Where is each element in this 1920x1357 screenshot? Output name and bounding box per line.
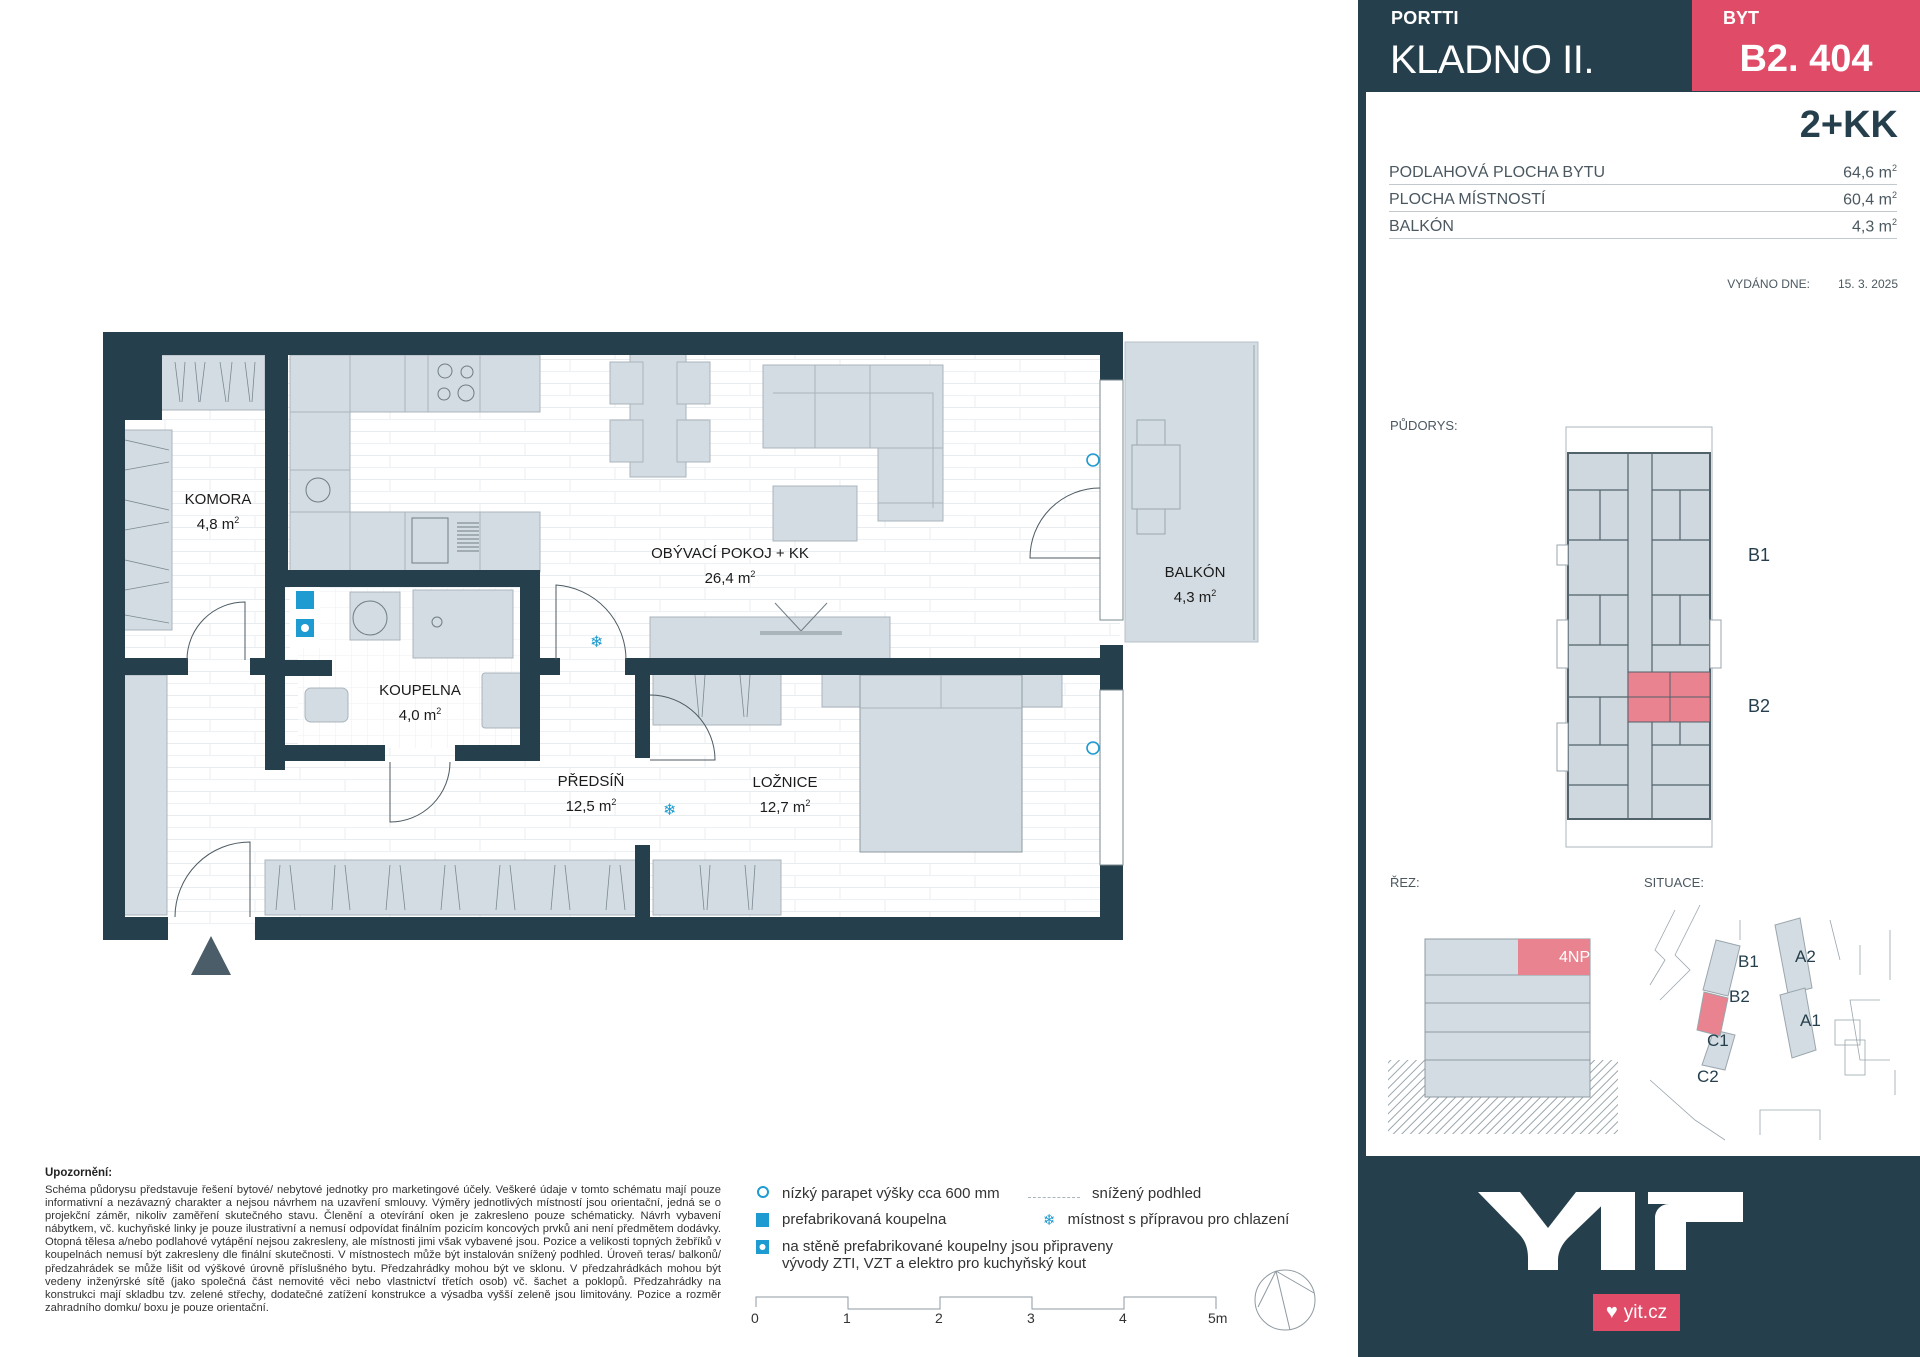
north-arrow-icon (1254, 1269, 1316, 1331)
legend-prefab-outlets: na stěně prefabrikované koupelny jsou př… (756, 1238, 1113, 1272)
building-floorplan-thumbnail (1556, 426, 1722, 848)
parapet-icon (757, 1186, 769, 1198)
site-label: SITUACE: (1644, 875, 1704, 890)
issue-date: VYDÁNO DNE: 15. 3. 2025 (1727, 277, 1898, 291)
scale-tick-5: 5m (1208, 1310, 1228, 1326)
site-building-a1: A1 (1800, 1011, 1821, 1030)
room-label-koupelna: KOUPELNA 4,0 m2 (370, 681, 470, 726)
prefab-bathroom-icon (756, 1213, 769, 1227)
room-name: PŘEDSÍŇ (557, 773, 625, 790)
room-area-sup: 2 (611, 797, 617, 807)
stat-value: 4,3 m (1851, 218, 1892, 235)
stat-balcony: BALKÓN 4,3 m2 (1389, 213, 1897, 239)
stat-floor-area: PODLAHOVÁ PLOCHA BYTU 64,6 m2 (1389, 159, 1897, 185)
legend-low-parapet: nízký parapet výšky cca 600 mm (756, 1185, 1000, 1202)
stat-unit-sup: 2 (1891, 189, 1897, 200)
stat-unit-sup: 2 (1891, 162, 1897, 173)
legend-prefab-bathroom: prefabrikovaná koupelna (756, 1211, 946, 1228)
project-name: KLADNO II. (1390, 38, 1594, 82)
svg-text:❄: ❄ (590, 632, 603, 651)
legend-text-line1: na stěně prefabrikované koupelny jsou př… (782, 1238, 1114, 1255)
stat-value: 64,6 m (1843, 164, 1892, 181)
site-building-b2: B2 (1729, 987, 1750, 1006)
prefab-outlet-icon (756, 1240, 769, 1254)
website-text: yit.cz (1623, 1301, 1668, 1323)
legend-text: nízký parapet výšky cca 600 mm (782, 1185, 1000, 1202)
stat-unit-sup: 2 (1891, 216, 1897, 227)
yit-logo (1478, 1192, 1743, 1270)
unit-label: BYT (1723, 8, 1759, 28)
site-building-c2: C2 (1697, 1067, 1719, 1086)
scale-tick-3: 3 (1027, 1310, 1035, 1326)
legend-cooling: ❄ místnost s přípravou pro chlazení (1043, 1211, 1289, 1229)
scale-tick-2: 2 (935, 1310, 943, 1326)
scale-tick-1: 1 (843, 1310, 851, 1326)
room-area-sup: 2 (750, 569, 756, 579)
unit-code: B2. 404 (1739, 38, 1873, 80)
room-label-komora: KOMORA 4,8 m2 (168, 490, 268, 535)
project-header (1358, 0, 1687, 92)
room-name: BALKÓN (1164, 564, 1226, 581)
room-label-balkon: BALKÓN 4,3 m2 (1145, 563, 1245, 608)
room-label-predsin: PŘEDSÍŇ 12,5 m2 (541, 772, 641, 817)
website-link[interactable]: ♥ yit.cz (1593, 1294, 1680, 1331)
unit-header (1692, 0, 1920, 91)
floorplan-section-label: PŮDORYS: (1390, 418, 1458, 433)
room-area: 26,4 m (704, 570, 751, 587)
issue-date-value: 15. 3. 2025 (1837, 277, 1898, 291)
heart-icon: ♥ (1605, 1301, 1618, 1323)
stat-label: PODLAHOVÁ PLOCHA BYTU (1389, 164, 1606, 181)
site-building-c1: C1 (1707, 1031, 1729, 1050)
floor-plan: ❄ ❄ (103, 332, 1259, 975)
room-area: 4,8 m (196, 516, 235, 533)
site-building-a2: A2 (1795, 947, 1816, 966)
cross-section-diagram (1388, 938, 1618, 1134)
legend-text-line2: vývody ZTI, VZT a elektro pro kuchyňský … (782, 1255, 1086, 1272)
room-area: 12,5 m (565, 798, 612, 815)
lowered-ceiling-line-icon (1028, 1197, 1080, 1198)
room-name: LOŽNICE (752, 774, 818, 791)
room-area-sup: 2 (436, 706, 442, 716)
stat-label: PLOCHA MÍSTNOSTÍ (1389, 191, 1546, 208)
stat-value: 60,4 m (1843, 191, 1892, 208)
room-name: KOMORA (184, 491, 252, 508)
room-area-sup: 2 (1211, 588, 1217, 598)
room-area: 4,0 m (398, 707, 437, 724)
disclaimer-text: Schéma půdorysu představuje řešení bytov… (45, 1184, 721, 1314)
room-label-loznice: LOŽNICE 12,7 m2 (735, 773, 835, 818)
room-area: 12,7 m (759, 799, 806, 816)
room-area-sup: 2 (805, 798, 811, 808)
stat-room-area: PLOCHA MÍSTNOSTÍ 60,4 m2 (1389, 186, 1897, 212)
legend-lowered-ceiling: snížený podhled (1092, 1185, 1201, 1202)
unit-type: 2+KK (1799, 104, 1898, 146)
room-name: KOUPELNA (379, 682, 461, 699)
site-building-b1: B1 (1738, 952, 1759, 971)
building-label-b1: B1 (1748, 545, 1771, 565)
site-plan-diagram (1649, 904, 1896, 1141)
issue-date-label: VYDÁNO DNE: (1727, 277, 1810, 291)
scale-tick-0: 0 (751, 1310, 759, 1326)
scale-tick-4: 4 (1119, 1310, 1127, 1326)
room-label-obyvaci-pokoj: OBÝVACÍ POKOJ + KK 26,4 m2 (640, 544, 820, 589)
project-label: PORTTI (1391, 8, 1459, 28)
room-area-sup: 2 (234, 515, 240, 525)
scale-bar (755, 1296, 1217, 1310)
legend-text: místnost s přípravou pro chlazení (1067, 1211, 1290, 1228)
legend-text: prefabrikovaná koupelna (782, 1211, 947, 1228)
room-name: OBÝVACÍ POKOJ + KK (651, 545, 809, 562)
section-label: ŘEZ: (1390, 875, 1420, 890)
legend-text: snížený podhled (1092, 1185, 1202, 1202)
snowflake-icon: ❄ (1043, 1211, 1056, 1229)
floor-label: 4NP (1559, 949, 1591, 966)
stat-label: BALKÓN (1389, 218, 1454, 235)
room-area: 4,3 m (1173, 589, 1212, 606)
svg-text:❄: ❄ (663, 800, 676, 819)
disclaimer-title: Upozornění: (45, 1167, 113, 1179)
building-label-b2: B2 (1748, 696, 1771, 716)
